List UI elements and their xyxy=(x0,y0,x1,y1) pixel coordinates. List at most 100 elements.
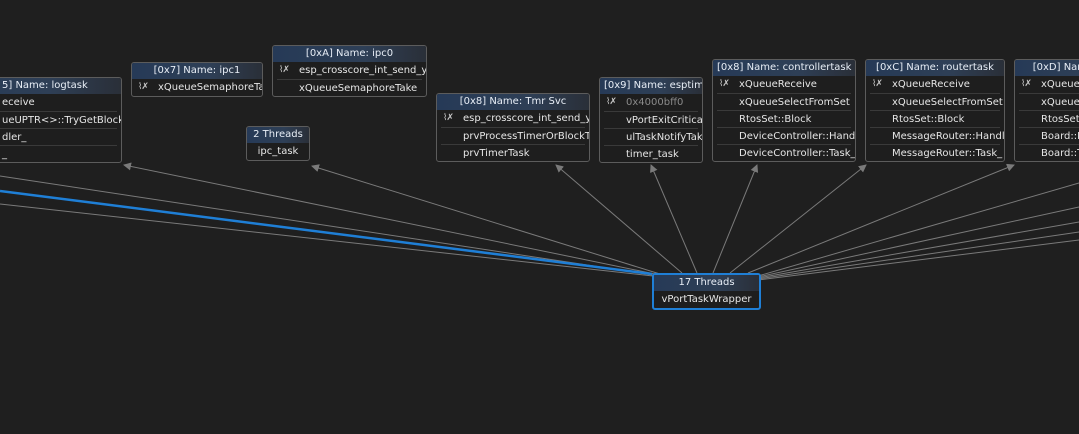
stack-frame-label: prvProcessTimerOrBlockTask xyxy=(463,131,590,142)
stack-frame-label: xQueueReceive xyxy=(739,79,817,90)
stack-frame[interactable]: MessageRouter::Handler_ xyxy=(870,127,1004,144)
stack-frame[interactable]: vPortTaskWrapper xyxy=(658,291,755,308)
edge-offscreen xyxy=(757,231,1079,280)
stack-frame-label: xQueueRe xyxy=(1041,79,1079,90)
thread-switch-icon: ⌇✗ xyxy=(606,97,617,107)
thread-switch-icon: ⌇✗ xyxy=(279,65,290,75)
stack-frame[interactable]: ulTaskNotifyTake xyxy=(604,128,702,145)
stack-node-header: 5] Name: logtask xyxy=(0,78,121,94)
stack-frame[interactable]: vPortExitCritical xyxy=(604,111,702,128)
stack-node-boardtask[interactable]: [0xD] Name: c ⌇✗ xQueueRe xQueueSelRtosSet:… xyxy=(1014,59,1079,162)
stack-frame-label: Board::Han xyxy=(1041,131,1079,142)
stack-node-header: [0x8] Name: Tmr Svc xyxy=(437,94,589,110)
stack-node-ipc0[interactable]: [0xA] Name: ipc0 ⌇✗ esp_crosscore_int_send… xyxy=(272,45,427,97)
stack-node-header: [0x8] Name: controllertask xyxy=(713,60,855,76)
stack-node-header: [0xA] Name: ipc0 xyxy=(273,46,426,62)
stack-frame[interactable]: xQueueSemaphoreTake xyxy=(277,79,422,96)
thread-switch-icon: ⌇✗ xyxy=(138,82,149,92)
stack-frame[interactable]: RtosSet::Block xyxy=(717,110,851,127)
stack-frame-label: xQueueSel xyxy=(1041,97,1079,108)
stack-frame[interactable]: DeviceController::Handler_ xyxy=(717,127,855,144)
edge-to-tmrsvc xyxy=(555,164,683,274)
edge-offscreen xyxy=(757,239,1079,281)
stack-node-controllertask[interactable]: [0x8] Name: controllertask⌇✗xQueueReceiv… xyxy=(712,59,856,162)
stack-frame-label: 0x4000bff0 xyxy=(626,97,684,108)
edge-to-logtask xyxy=(123,162,656,275)
stack-frame-label: xQueueSelectFromSet xyxy=(892,97,1003,108)
stack-frame[interactable]: ⌇✗ xQueueRe xyxy=(1019,76,1079,93)
stack-frame-label: Board::Tas xyxy=(1041,148,1079,159)
stack-frame[interactable]: ⌇✗ 0x4000bff0 xyxy=(604,94,698,111)
stack-frame-label: xQueueReceive xyxy=(892,79,970,90)
thread-switch-icon: ⌇✗ xyxy=(1021,79,1032,89)
stack-frame[interactable]: RtosSet::Block xyxy=(870,110,1000,127)
edge-offscreen xyxy=(0,203,654,277)
stack-frame-label: esp_crosscore_int_send_yield xyxy=(463,113,590,124)
stack-frame-label: DeviceController::Task_ xyxy=(739,148,856,159)
stack-frame[interactable]: RtosSet::Bl xyxy=(1019,110,1079,127)
stack-frame-label: RtosSet::Block xyxy=(739,114,812,125)
edge-offscreen xyxy=(757,221,1079,279)
stack-frame[interactable]: ⌇✗ esp_crosscore_int_send_yield xyxy=(277,62,426,79)
stack-frame[interactable]: eceive xyxy=(0,94,117,111)
stack-node-header: [0x9] Name: esptimer xyxy=(600,78,702,94)
stack-frame[interactable]: ⌇✗ xQueueReceive xyxy=(870,76,1000,93)
stack-frame[interactable]: ueUPTR<>::TryGetBlocking xyxy=(0,111,121,128)
stack-frame[interactable]: Board::Han xyxy=(1019,127,1079,144)
edge-to-esptimer xyxy=(650,164,698,274)
stack-node-tmrsvc[interactable]: [0x8] Name: Tmr Svc ⌇✗ esp_crosscore_int_s… xyxy=(436,93,590,162)
edge-offscreen xyxy=(757,182,1079,277)
stack-frame-label: RtosSet::Bl xyxy=(1041,114,1079,125)
stack-frame-label: ipc_task xyxy=(257,146,299,157)
stack-frame[interactable]: ipc_task xyxy=(251,143,305,160)
stack-frame-label: MessageRouter::Task_ xyxy=(892,148,1003,159)
stack-frame[interactable]: prvProcessTimerOrBlockTask xyxy=(441,127,589,144)
stack-node-header: [0x7] Name: ipc1 xyxy=(132,63,262,79)
edge-offscreen xyxy=(0,175,654,276)
edge-to-routertask xyxy=(729,164,867,274)
stack-frame[interactable]: Board::Tas xyxy=(1019,144,1079,161)
stack-frame-label: xQueueSemaphoreTake xyxy=(299,83,418,94)
stack-frame[interactable]: prvTimerTask xyxy=(441,144,585,161)
stack-frame-label: dler_ xyxy=(2,132,27,143)
stack-node-routertask[interactable]: [0xC] Name: routertask ⌇✗ xQueueReceive xQu… xyxy=(865,59,1005,162)
stack-frame[interactable]: _ xyxy=(0,145,117,162)
stack-frame[interactable]: xQueueSelectFromSet xyxy=(870,93,1003,110)
stack-frame[interactable]: xQueueSelectFromSet xyxy=(717,93,851,110)
stack-frame[interactable]: ⌇✗xQueueReceive xyxy=(717,76,851,93)
stack-frame-label: RtosSet::Block xyxy=(892,114,965,125)
edge-to-ipc-group xyxy=(311,164,661,275)
stack-frame-label: ulTaskNotifyTake xyxy=(626,132,703,143)
stack-frame[interactable]: ⌇✗ esp_crosscore_int_send_yield xyxy=(441,110,589,127)
thread-switch-icon: ⌇✗ xyxy=(443,113,454,123)
thread-switch-icon: ⌇✗ xyxy=(872,79,883,89)
stack-frame-label: vPortTaskWrapper xyxy=(661,294,752,305)
stack-node-header: 2 Threads xyxy=(247,127,309,143)
stack-frame[interactable]: DeviceController::Task_ xyxy=(717,144,855,161)
stack-frame[interactable]: ⌇✗ xQueueSemaphoreTake xyxy=(136,79,262,96)
active-thread-edge xyxy=(0,189,653,276)
edge-offscreen xyxy=(757,206,1079,278)
stack-frame-label: timer_task xyxy=(626,149,679,160)
stack-frame-label: DeviceController::Handler_ xyxy=(739,131,856,142)
stack-node-header: [0xD] Name: c xyxy=(1015,60,1079,76)
stack-frame-label: esp_crosscore_int_send_yield xyxy=(299,65,427,76)
stack-frame[interactable]: timer_task xyxy=(604,145,698,162)
stack-node-ipc1[interactable]: [0x7] Name: ipc1 ⌇✗ xQueueSemaphoreTake xyxy=(131,62,263,97)
stack-frame[interactable]: MessageRouter::Task_ xyxy=(870,144,1003,161)
stack-frame-label: ueUPTR<>::TryGetBlocking xyxy=(2,115,121,126)
stack-frame-label: MessageRouter::Handler_ xyxy=(892,131,1005,142)
stack-frame-label: xQueueSemaphoreTake xyxy=(158,82,262,93)
stack-node-esptimer[interactable]: [0x9] Name: esptimer ⌇✗ 0x4000bff0 vPortExi… xyxy=(599,77,703,163)
stack-frame-label: eceive xyxy=(2,97,35,108)
stack-frame[interactable]: xQueueSel xyxy=(1019,93,1079,110)
stack-frame-label: prvTimerTask xyxy=(463,148,530,159)
stack-frame[interactable]: dler_ xyxy=(0,128,117,145)
edge-to-boardtask xyxy=(747,163,1015,274)
stack-node-ipc-group[interactable]: 2 Threads ipc_task xyxy=(246,126,310,161)
stack-node-header: [0xC] Name: routertask xyxy=(866,60,1004,76)
